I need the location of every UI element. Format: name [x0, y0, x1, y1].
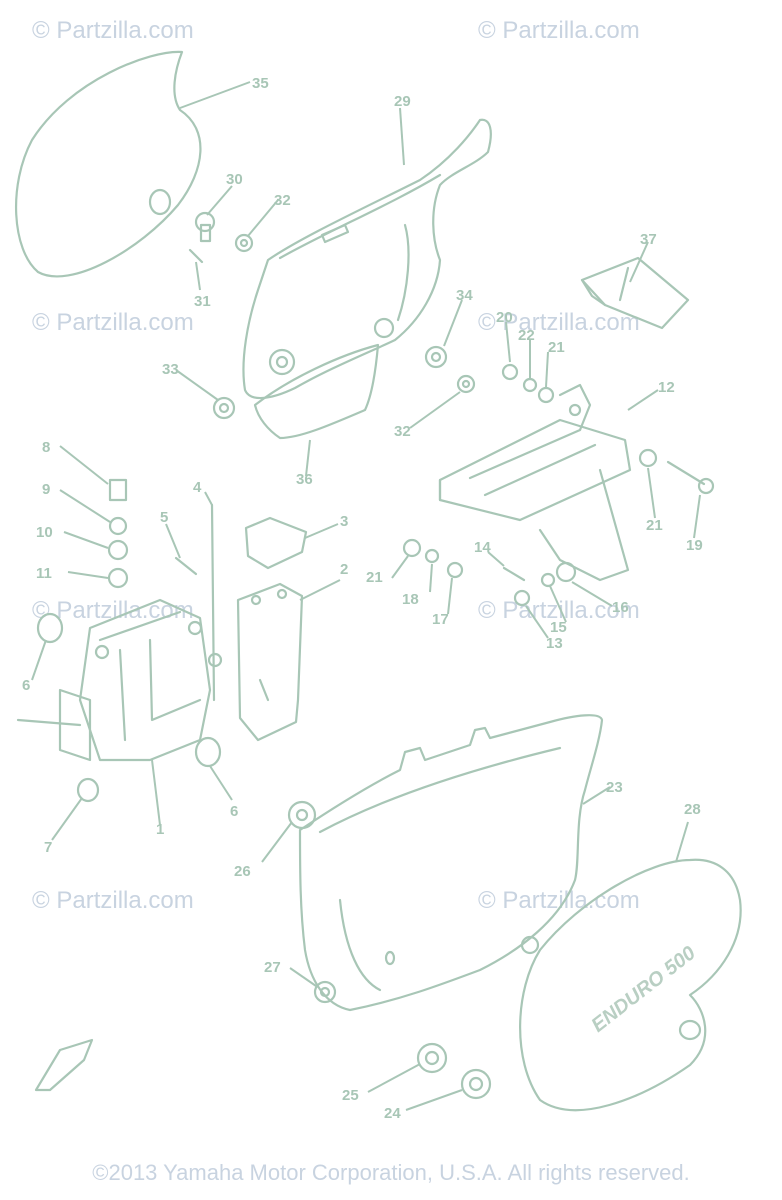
callout-5: 5: [160, 509, 168, 526]
part-7-nut: [76, 777, 100, 803]
callout-21: 21: [366, 569, 383, 586]
part-12-battery-box: [438, 383, 632, 582]
callout-37: 37: [640, 231, 657, 248]
part-6-o-ring: [194, 736, 222, 768]
callout-6: 6: [22, 677, 30, 694]
callout-16: 16: [612, 599, 629, 616]
callout-30: 30: [226, 171, 243, 188]
callout-7: 7: [44, 839, 52, 856]
part-32-washer: [456, 374, 476, 394]
copyright-notice: ©2013 Yamaha Motor Corporation, U.S.A. A…: [92, 1160, 690, 1185]
callout-6: 6: [230, 803, 238, 820]
part-1-mechanism: [16, 598, 223, 762]
callout-15: 15: [550, 619, 567, 636]
part-31-pin: [188, 248, 204, 264]
callout-8: 8: [42, 439, 50, 456]
part-22-washer: [522, 377, 538, 393]
callout-21: 21: [646, 517, 663, 534]
part-8-bolt: [108, 478, 128, 502]
part-6-o-ring: [36, 612, 64, 644]
part-5-spring: [174, 556, 198, 576]
callout-20: 20: [496, 309, 513, 326]
callout-23: 23: [606, 779, 623, 796]
callout-32: 32: [394, 423, 411, 440]
part-33-grommet: [212, 396, 236, 420]
watermark: © Partzilla.com: [478, 309, 640, 336]
part-32-washer: [234, 233, 254, 253]
callout-26: 26: [234, 863, 251, 880]
callout-29: 29: [394, 93, 411, 110]
callout-36: 36: [296, 471, 313, 488]
callout-2: 2: [340, 561, 348, 578]
callout-34: 34: [456, 287, 473, 304]
callout-13: 13: [546, 635, 563, 652]
callout-33: 33: [162, 361, 179, 378]
watermark: © Partzilla.com: [478, 597, 640, 624]
part-10-bushing: [107, 539, 129, 561]
callout-24: 24: [384, 1105, 401, 1122]
part-21-collar: [537, 386, 555, 404]
part-17-nut: [446, 561, 464, 579]
part-19-bolt: [666, 460, 715, 495]
callout-28: 28: [684, 801, 701, 818]
part-11-collar: [107, 567, 129, 589]
part-21-collar: [638, 448, 658, 468]
callout-12: 12: [658, 379, 675, 396]
part-4-rod: [210, 503, 216, 702]
part-21-collar: [402, 538, 422, 558]
front-arrow-icon: [34, 1038, 94, 1092]
callout-9: 9: [42, 481, 50, 498]
watermark: © Partzilla.com: [32, 887, 194, 914]
part-30-screw: [194, 211, 216, 243]
callout-11: 11: [36, 565, 52, 582]
callout-21: 21: [548, 339, 565, 356]
watermark: © Partzilla.com: [32, 17, 194, 44]
callout-3: 3: [340, 513, 348, 530]
part-27-grommet: [313, 980, 337, 1004]
callout-4: 4: [193, 479, 202, 496]
callout-22: 22: [518, 327, 535, 344]
callout-10: 10: [36, 524, 53, 541]
part-25-knob: [416, 1042, 448, 1074]
part-24-knob: [460, 1068, 492, 1100]
part-2-case: [236, 582, 304, 742]
part-16-damper: [555, 561, 577, 583]
callout-32: 32: [274, 192, 291, 209]
part-35-emblem: [14, 50, 202, 278]
part-18-washer: [424, 548, 440, 564]
leader-lines: [31, 81, 701, 1111]
callout-27: 27: [264, 959, 281, 976]
callout-14: 14: [474, 539, 491, 556]
part-37-foam: [580, 256, 690, 330]
part-29-side-cover: [242, 118, 492, 400]
part-20-nut: [501, 363, 519, 381]
part-15-washer: [540, 572, 556, 588]
callout-labels: 35 29 30 32 31 33 34 32 36 37 20 22 21 1…: [22, 75, 703, 1122]
part-9-washer: [108, 516, 128, 536]
callout-35: 35: [252, 75, 269, 92]
part-36-seal: [253, 343, 380, 440]
callout-18: 18: [402, 591, 419, 608]
callout-25: 25: [342, 1087, 359, 1104]
watermark: © Partzilla.com: [478, 17, 640, 44]
part-26-grommet: [287, 800, 317, 830]
callout-19: 19: [686, 537, 703, 554]
part-3-cap: [244, 516, 308, 570]
part-23-left-side-cover: [298, 714, 604, 1012]
callout-1: 1: [156, 821, 164, 838]
part-34-grommet: [424, 345, 448, 369]
part-14-spring: [502, 566, 526, 582]
callout-17: 17: [432, 611, 449, 628]
part-13-bolt: [513, 589, 531, 607]
callout-31: 31: [194, 293, 211, 310]
watermark: © Partzilla.com: [32, 309, 194, 336]
